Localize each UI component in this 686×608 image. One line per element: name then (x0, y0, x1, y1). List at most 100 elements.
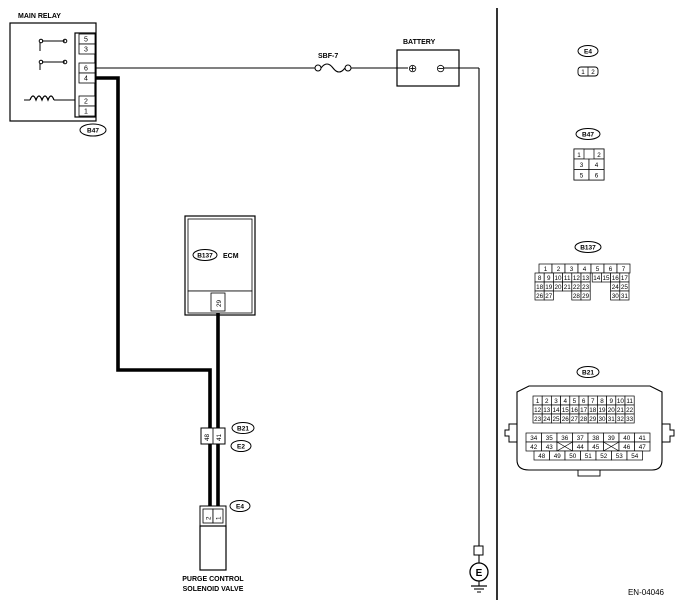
pin-label: 14 (593, 275, 601, 282)
svg-text:B137: B137 (197, 253, 213, 260)
valve-label-line1: PURGE CONTROL (182, 576, 244, 583)
pin-label: 31 (608, 416, 616, 423)
connector-tag-b137: B137 (192, 249, 218, 261)
pin-label: 3 (570, 266, 574, 273)
relay-pin-5: 5 (84, 37, 88, 44)
pin-label: 23 (534, 416, 542, 423)
battery-positive-icon: ⊕ (408, 63, 417, 75)
battery-negative-icon: ⊖ (436, 63, 445, 75)
svg-text:2: 2 (591, 69, 595, 76)
ecm-box (184, 215, 256, 316)
pin-label: 15 (602, 275, 610, 282)
legend-e4: E4 1 2 (577, 45, 599, 77)
pin-label: 30 (612, 293, 620, 300)
connector-tag-b47: B47 (79, 123, 107, 137)
svg-text:6: 6 (595, 173, 599, 180)
valve-pin-2: 2 (206, 516, 213, 520)
svg-text:3: 3 (580, 162, 584, 169)
pin-label: 20 (608, 407, 616, 414)
pin-label: 10 (554, 275, 562, 282)
valve-pin-1: 1 (216, 516, 223, 520)
relay-pin-6: 6 (84, 66, 88, 73)
relay-switch-2 (38, 59, 68, 70)
pin-label: 50 (569, 453, 577, 460)
pin-label: 7 (591, 398, 595, 405)
pin-label: 6 (609, 266, 613, 273)
relay-pin-2: 2 (84, 99, 88, 106)
battery-label: BATTERY (403, 39, 436, 46)
valve-connector: 2 1 (199, 505, 227, 527)
pin-label: 12 (534, 407, 542, 414)
valve-body (199, 525, 227, 571)
pin-label: 22 (626, 407, 634, 414)
pin-label: 27 (571, 416, 579, 423)
pin-label: 5 (573, 398, 577, 405)
connector-tag-e2: E2 (230, 440, 252, 452)
pin-label: 2 (557, 266, 561, 273)
relay-terminal-block: 5 3 6 4 2 1 (74, 32, 96, 118)
pin-label: 31 (621, 293, 629, 300)
pin-label: 1 (544, 266, 548, 273)
joint-pin-41: 41 (216, 433, 223, 441)
svg-text:4: 4 (595, 162, 599, 169)
pin-label: 39 (608, 435, 616, 442)
pin-label: 10 (617, 398, 625, 405)
pin-label: 47 (639, 444, 647, 451)
pin-label: 12 (573, 275, 581, 282)
pin-label: 18 (536, 284, 544, 291)
pin-label: 23 (582, 284, 590, 291)
pin-label: 25 (552, 416, 560, 423)
pin-label: 16 (612, 275, 620, 282)
pin-label: 48 (538, 453, 546, 460)
relay-switch-1 (38, 38, 68, 51)
pin-label: 53 (616, 453, 624, 460)
pin-label: 14 (552, 407, 560, 414)
svg-text:B137: B137 (580, 245, 596, 252)
pin-label: 45 (592, 444, 600, 451)
pin-label: 19 (545, 284, 553, 291)
pin-label: 5 (596, 266, 600, 273)
relay-pin-3: 3 (84, 47, 88, 54)
pin-label: 7 (622, 266, 626, 273)
pin-label: 8 (600, 398, 604, 405)
ecm-label: ECM (223, 253, 239, 260)
legend-b47: B47 1 2 3 4 5 6 (573, 128, 605, 181)
pin-label: 26 (536, 293, 544, 300)
svg-text:E4: E4 (236, 504, 244, 511)
pin-label: 33 (626, 416, 634, 423)
pin-label: 51 (585, 453, 593, 460)
pin-label: 11 (626, 398, 633, 405)
pin-label: 46 (623, 444, 631, 451)
pin-label: 1 (536, 398, 540, 405)
pin-label: 16 (571, 407, 579, 414)
pin-label: 13 (582, 275, 590, 282)
svg-text:2: 2 (597, 152, 601, 159)
pin-label: 37 (577, 435, 585, 442)
svg-text:5: 5 (580, 173, 584, 180)
pin-label: 11 (564, 275, 571, 282)
pin-label: 24 (543, 416, 551, 423)
pin-label: 40 (623, 435, 631, 442)
connector-tag-e4: E4 (229, 500, 251, 512)
pin-label: 34 (530, 435, 538, 442)
pin-label: 29 (582, 293, 590, 300)
pin-label: 4 (583, 266, 587, 273)
pin-label: 28 (580, 416, 588, 423)
pin-label: 13 (543, 407, 551, 414)
joint-pin-48: 48 (204, 433, 211, 441)
svg-text:B21: B21 (237, 426, 249, 433)
svg-text:E2: E2 (237, 444, 245, 451)
pin-label: 19 (598, 407, 606, 414)
relay-coil (29, 95, 55, 102)
pin-label: 43 (546, 444, 554, 451)
pin-label: 36 (561, 435, 569, 442)
main-relay-box (9, 22, 97, 122)
pin-label: 54 (631, 453, 639, 460)
fuse-label: SBF-7 (318, 53, 338, 60)
pin-label: 28 (573, 293, 581, 300)
